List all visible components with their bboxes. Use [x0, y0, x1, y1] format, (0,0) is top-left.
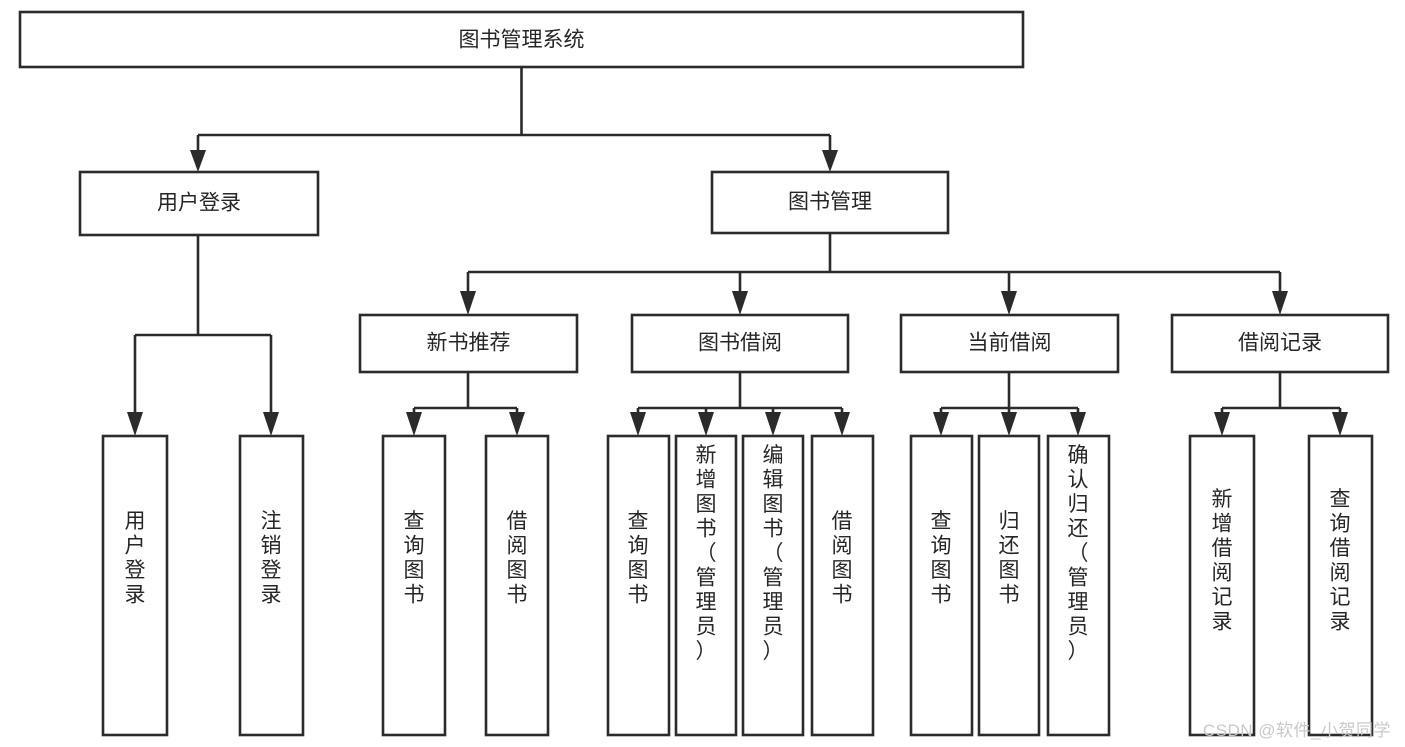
node-leaf-user-logout-box[interactable] — [238, 434, 305, 737]
node-leaf-add-record-box[interactable] — [1188, 434, 1256, 737]
node-leaf-borrow-book-1-box[interactable] — [484, 434, 550, 737]
node-borrow-record-label: 借阅记录 — [1238, 332, 1322, 355]
node-book-borrow-label: 图书借阅 — [698, 332, 782, 355]
arrow-head-leaf-query-book-1 — [406, 412, 422, 436]
arrow-head-leaf-query-book-3 — [933, 412, 949, 436]
node-root-box[interactable] — [18, 10, 1025, 69]
node-leaf-query-book-2[interactable]: 查询图书 — [606, 434, 671, 737]
arrow-head-leaf-add-record — [1214, 412, 1230, 436]
node-leaf-query-book-1-box[interactable] — [381, 434, 447, 737]
arrow-head-leaf-user-logout — [263, 412, 279, 436]
node-leaf-edit-book[interactable]: 编辑图书（管理员） — [741, 434, 805, 737]
node-leaf-query-record[interactable]: 查询借阅记录 — [1307, 434, 1374, 737]
csdn-watermark: CSDN @软件_小贺同学 — [1202, 721, 1391, 740]
arrow-head-leaf-confirm-return — [1070, 412, 1086, 436]
node-leaf-return-book-box[interactable] — [977, 434, 1041, 737]
node-leaf-add-record[interactable]: 新增借阅记录 — [1188, 434, 1256, 737]
arrow-head-book-manage — [822, 150, 838, 172]
arrow-head-user-login — [190, 150, 206, 172]
node-leaf-return-book-label: 归还图书 — [999, 510, 1020, 607]
node-root[interactable]: 图书管理系统 — [18, 10, 1025, 69]
arrow-head-book-borrow — [732, 291, 748, 315]
node-leaf-query-book-3[interactable]: 查询图书 — [909, 434, 974, 737]
node-current-borrow-box[interactable] — [899, 313, 1120, 374]
node-leaf-query-book-2-box[interactable] — [606, 434, 671, 737]
node-leaf-user-logout-label: 注销登录 — [261, 510, 282, 607]
node-leaf-query-book-3-box[interactable] — [909, 434, 974, 737]
node-user-login[interactable]: 用户登录 — [78, 170, 320, 237]
node-leaf-query-book-1-label: 查询图书 — [404, 510, 425, 607]
arrow-head-leaf-query-record — [1332, 412, 1348, 436]
node-leaf-add-book-label: 新增图书（管理员） — [696, 444, 717, 663]
node-leaf-add-book[interactable]: 新增图书（管理员） — [674, 434, 738, 737]
node-book-manage[interactable]: 图书管理 — [710, 170, 950, 235]
arrow-head-borrow-record — [1272, 291, 1288, 315]
arrow-head-leaf-borrow-book-2 — [834, 412, 850, 436]
node-leaf-user-login-box[interactable] — [101, 434, 169, 737]
node-root-label: 图书管理系统 — [459, 29, 585, 52]
node-leaf-query-book-1[interactable]: 查询图书 — [381, 434, 447, 737]
node-leaf-borrow-book-1-label: 借阅图书 — [507, 510, 528, 607]
node-leaf-return-book[interactable]: 归还图书 — [977, 434, 1041, 737]
node-borrow-record-box[interactable] — [1170, 313, 1390, 374]
arrow-head-new-book-recommend — [460, 291, 476, 315]
node-book-borrow-box[interactable] — [630, 313, 850, 374]
node-leaf-add-book-box[interactable] — [674, 434, 738, 737]
node-leaf-query-record-box[interactable] — [1307, 434, 1374, 737]
arrow-head-leaf-add-book — [698, 412, 714, 436]
node-leaf-query-record-label: 查询借阅记录 — [1330, 488, 1351, 634]
node-leaf-borrow-book-2[interactable]: 借阅图书 — [810, 434, 875, 737]
arrow-head-current-borrow — [1001, 291, 1017, 315]
node-new-book-recommend-label: 新书推荐 — [427, 332, 511, 355]
node-current-borrow-label: 当前借阅 — [968, 332, 1052, 355]
node-leaf-borrow-book-1[interactable]: 借阅图书 — [484, 434, 550, 737]
node-book-borrow[interactable]: 图书借阅 — [630, 313, 850, 374]
node-user-login-label: 用户登录 — [157, 192, 241, 215]
node-leaf-edit-book-label: 编辑图书（管理员） — [763, 444, 784, 663]
arrow-head-leaf-edit-book — [765, 412, 781, 436]
arrow-head-leaf-borrow-book-1 — [509, 412, 525, 436]
arrow-head-leaf-user-login — [127, 412, 143, 436]
node-leaf-query-book-3-label: 查询图书 — [931, 510, 952, 607]
node-user-login-box[interactable] — [78, 170, 320, 237]
node-leaf-user-logout[interactable]: 注销登录 — [238, 434, 305, 737]
node-leaf-query-book-2-label: 查询图书 — [628, 510, 649, 607]
node-new-book-recommend-box[interactable] — [358, 313, 579, 374]
node-leaf-borrow-book-2-box[interactable] — [810, 434, 875, 737]
node-leaf-add-record-label: 新增借阅记录 — [1212, 488, 1233, 634]
node-leaf-user-login[interactable]: 用户登录 — [101, 434, 169, 737]
node-borrow-record[interactable]: 借阅记录 — [1170, 313, 1390, 374]
node-book-manage-label: 图书管理 — [788, 191, 872, 214]
node-leaf-confirm-return-label: 确认归还（管理员） — [1068, 444, 1089, 663]
arrow-head-leaf-return-book — [1001, 412, 1017, 436]
node-leaf-edit-book-box[interactable] — [741, 434, 805, 737]
node-book-manage-box[interactable] — [710, 170, 950, 235]
node-current-borrow[interactable]: 当前借阅 — [899, 313, 1120, 374]
node-leaf-confirm-return[interactable]: 确认归还（管理员） — [1046, 434, 1111, 737]
node-leaf-user-login-label: 用户登录 — [125, 510, 146, 607]
node-leaf-confirm-return-box[interactable] — [1046, 434, 1111, 737]
arrow-head-leaf-query-book-2 — [630, 412, 646, 436]
node-leaf-borrow-book-2-label: 借阅图书 — [832, 510, 853, 607]
connector-layer — [127, 67, 1348, 436]
node-new-book-recommend[interactable]: 新书推荐 — [358, 313, 579, 374]
